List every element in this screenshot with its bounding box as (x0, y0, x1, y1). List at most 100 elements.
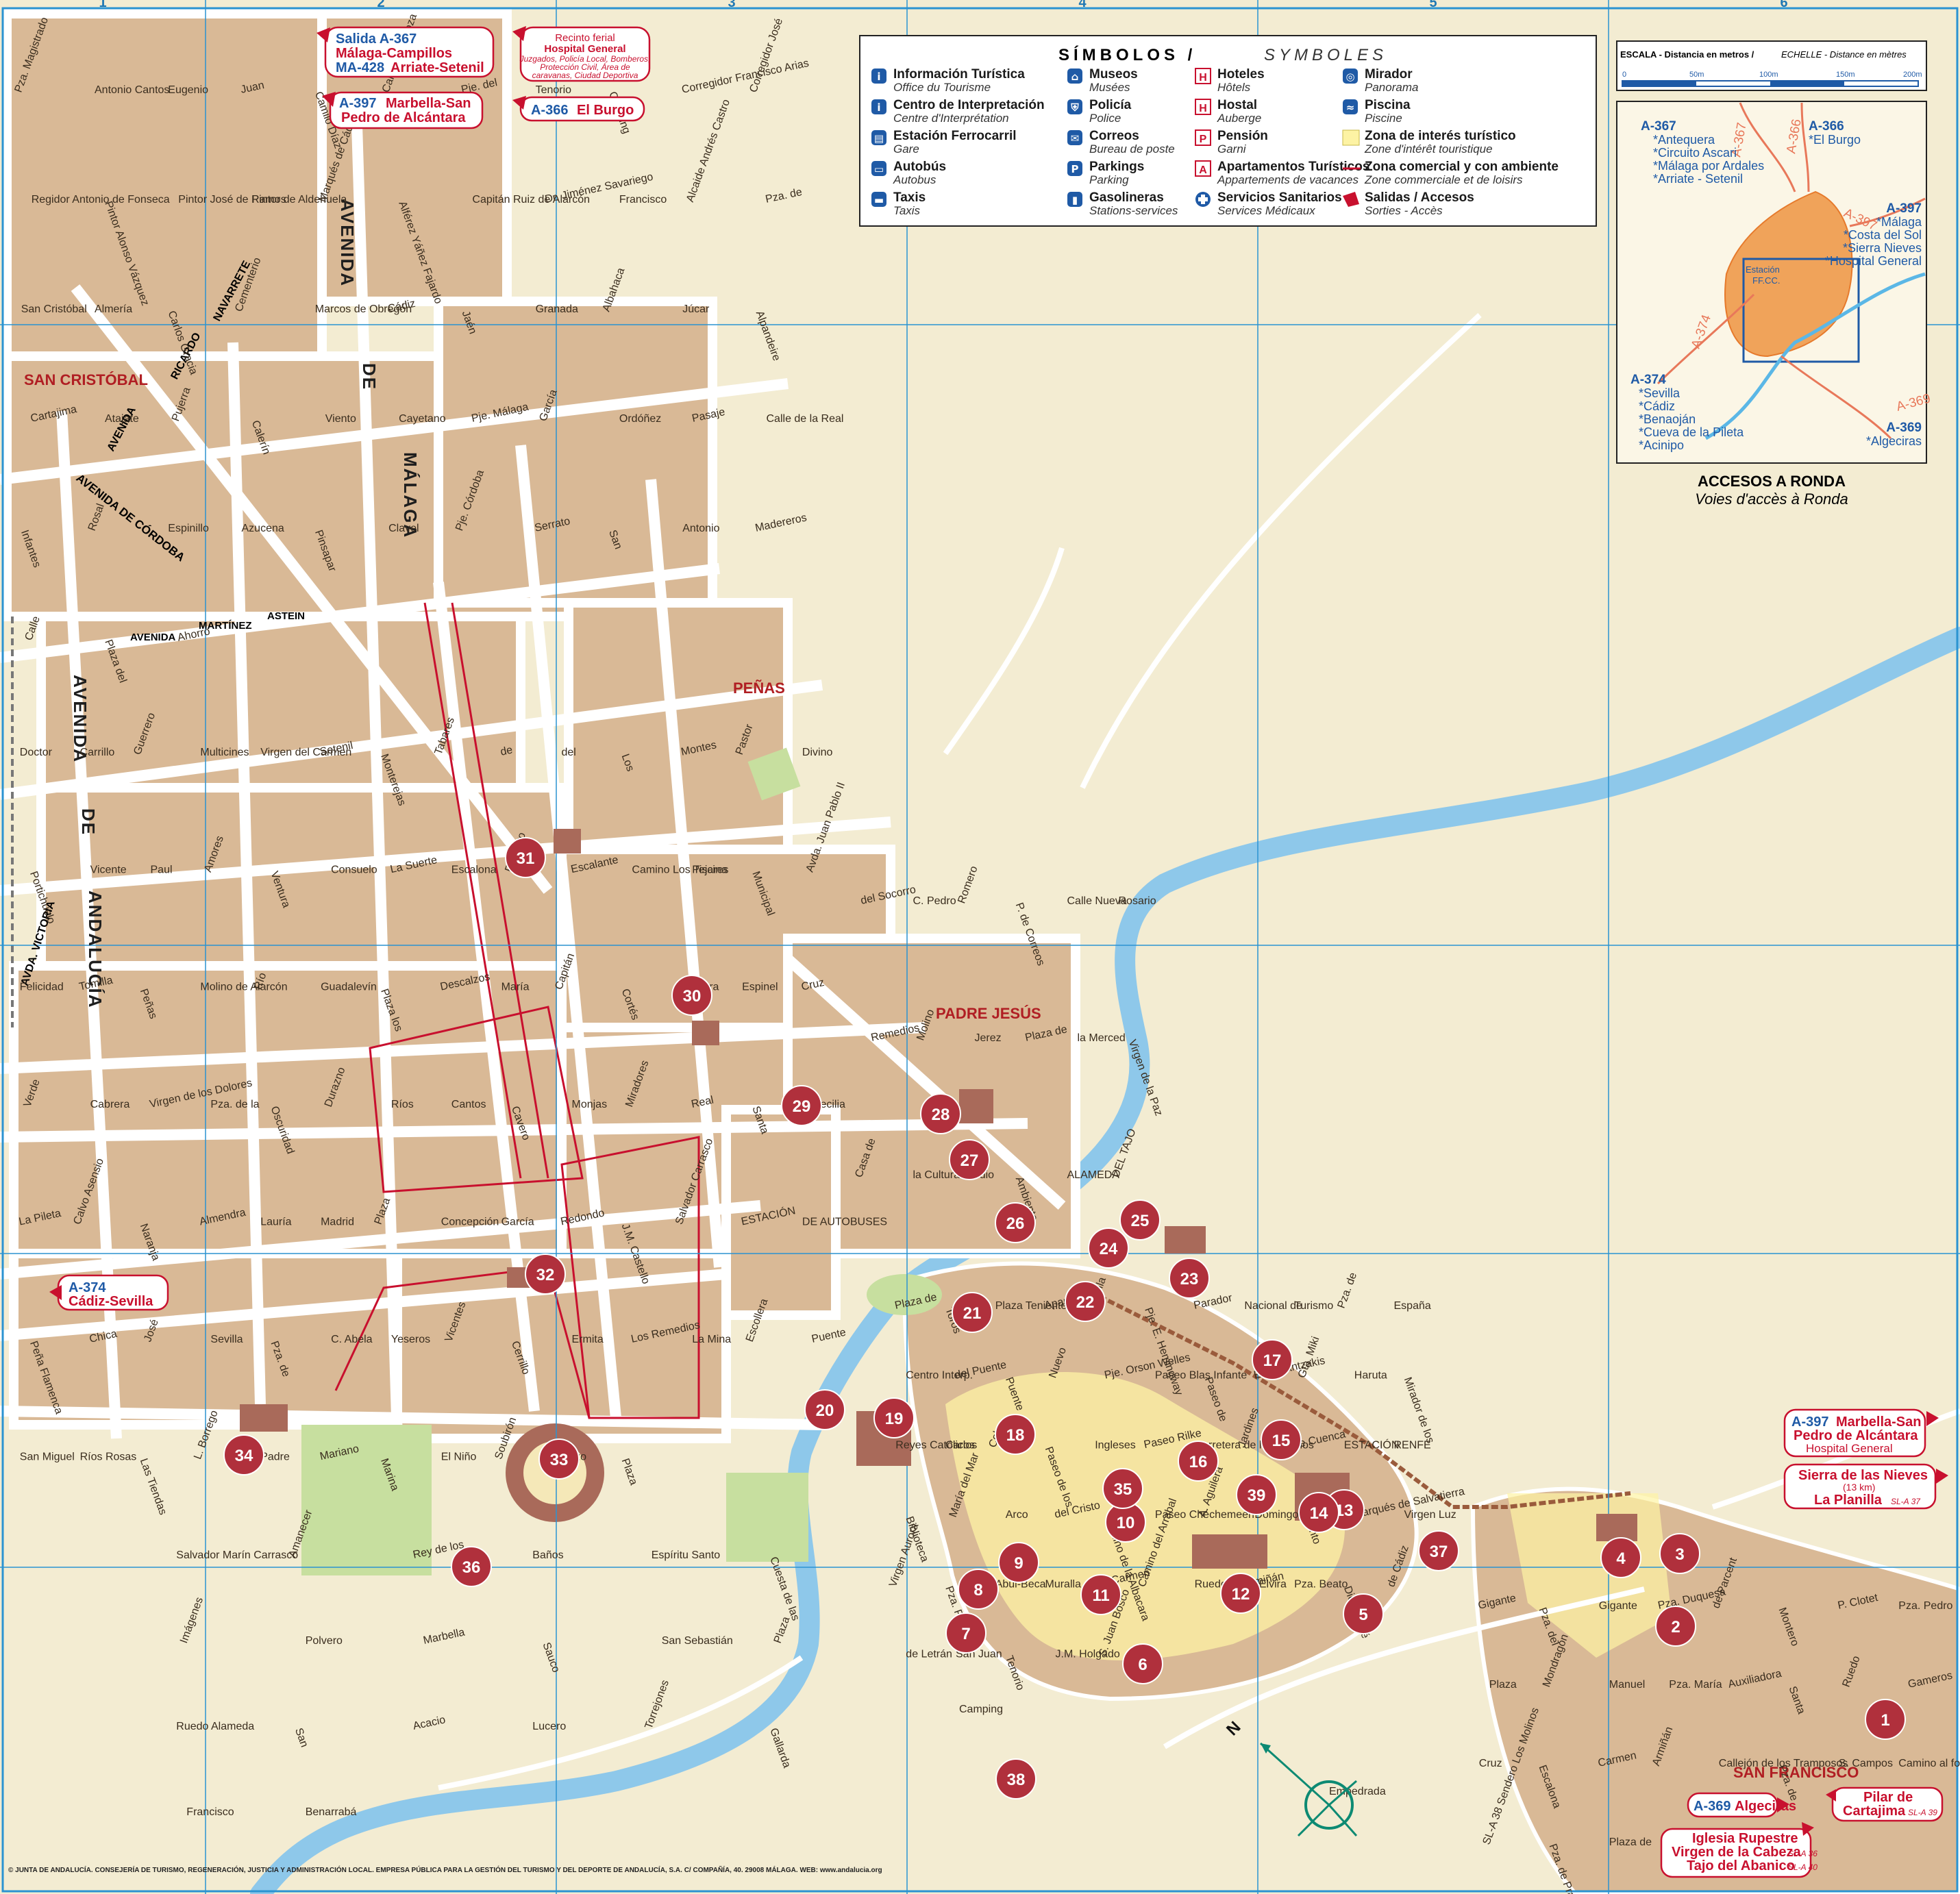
poi-marker-4[interactable]: 4 (1600, 1537, 1641, 1578)
exit-sign-a397-east[interactable]: A-397 Marbella-San Pedro de Alcántara Ho… (1783, 1408, 1939, 1458)
exit-sign-iglesia-rupestre[interactable]: Iglesia Rupestre Virgen de la Cabeza SL-… (1660, 1822, 1818, 1878)
poi-marker-27[interactable]: 27 (949, 1139, 990, 1180)
inset-route-destination: *El Burgo (1809, 133, 1861, 147)
poi-marker-23[interactable]: 23 (1169, 1258, 1210, 1299)
poi-marker-38[interactable]: 38 (995, 1758, 1037, 1799)
poi-marker-15[interactable]: 15 (1261, 1419, 1302, 1460)
poi-marker-11[interactable]: 11 (1080, 1574, 1121, 1615)
inset-route-destination: *Circuito Ascari (1653, 146, 1737, 160)
street-label: Piscina (692, 864, 728, 875)
poi-marker-17[interactable]: 17 (1252, 1339, 1293, 1380)
poi-marker-19[interactable]: 19 (873, 1397, 915, 1438)
legend-item-subtitle: Taxis (893, 204, 921, 217)
inset-station-2: FF.CC. (1752, 275, 1780, 286)
street-label: Pza. Pedro (1898, 1600, 1952, 1612)
poi-marker-26[interactable]: 26 (995, 1202, 1036, 1243)
sign-recinto-l5: caravanas, Ciudad Deportiva (532, 71, 638, 80)
poi-marker-3[interactable]: 3 (1659, 1533, 1700, 1574)
poi-marker-10[interactable]: 10 (1105, 1502, 1146, 1543)
poi-number: 33 (550, 1451, 569, 1469)
street-label: Centro Interp. (906, 1370, 973, 1382)
info-icon (871, 68, 886, 84)
poi-marker-2[interactable]: 2 (1655, 1606, 1696, 1647)
exit-sign-a366[interactable]: A-366 El Burgo (512, 96, 645, 122)
poi-marker-8[interactable]: 8 (958, 1569, 999, 1610)
inset-route-destination: *Acinipo (1639, 438, 1684, 452)
poi-marker-25[interactable]: 25 (1119, 1199, 1161, 1241)
outer-roads (438, 313, 1960, 1791)
poi-marker-31[interactable]: 31 (505, 837, 546, 878)
legend-title-alt: SYMBOLES (1264, 46, 1387, 64)
inset-route-destination: *Arriate - Setenil (1653, 172, 1743, 186)
poi-marker-24[interactable]: 24 (1088, 1228, 1129, 1269)
poi-marker-37[interactable]: 37 (1418, 1530, 1459, 1571)
sign-recinto-l2: Hospital General (544, 43, 625, 55)
exit-sign-a367[interactable]: Salida A-367 Málaga-Campillos MA-428 Arr… (317, 26, 495, 78)
inset-route-destination: *Málaga por Ardales (1653, 159, 1764, 173)
poi-marker-28[interactable]: 28 (920, 1093, 961, 1134)
district-san-cristobal: SAN CRISTÓBAL (24, 371, 148, 388)
street-label: El Niño (441, 1451, 477, 1462)
legend-item-title: Servicios Sanitarios (1217, 190, 1342, 205)
legend-item-title: Taxis (893, 190, 926, 205)
scale-bar: ESCALA - Distancia en metros / ECHELLE -… (1616, 40, 1927, 91)
poi-number: 12 (1232, 1585, 1250, 1604)
poi-marker-39[interactable]: 39 (1236, 1474, 1277, 1515)
street-label: Ermita (572, 1334, 604, 1345)
street-label: Real (690, 1095, 715, 1110)
exit-sign-a374[interactable]: A-374 Cádiz-Sevilla (49, 1274, 169, 1311)
poi-marker-1[interactable]: 1 (1865, 1699, 1906, 1740)
interpretation-icon (871, 99, 886, 114)
street-label: Francisco (619, 194, 667, 205)
streets (0, 102, 1066, 1439)
exit-sign-pilar-cartajima[interactable]: Pilar de Cartajima SL-A 39 (1826, 1786, 1944, 1822)
street-label: Monjas (572, 1099, 608, 1110)
poi-marker-36[interactable]: 36 (451, 1546, 492, 1587)
exit-sign-a397-north[interactable]: A-397 Marbella-San Pedro de Alcántara (322, 91, 484, 129)
street-label: Regidor Antonio de Fonseca (32, 194, 170, 205)
exit-sign-a369[interactable]: A-369 Algeciras (1687, 1792, 1796, 1818)
poi-marker-7[interactable]: 7 (945, 1612, 987, 1654)
poi-marker-9[interactable]: 9 (998, 1542, 1039, 1583)
street-label: Ruedo Alameda (176, 1721, 254, 1732)
poi-marker-29[interactable]: 29 (781, 1085, 822, 1126)
poi-marker-16[interactable]: 16 (1178, 1441, 1219, 1482)
legend-item-title: Pensión (1217, 129, 1268, 143)
street-label: Lauría (260, 1217, 291, 1228)
poi-marker-21[interactable]: 21 (952, 1292, 993, 1333)
poi-marker-22[interactable]: 22 (1065, 1281, 1106, 1322)
street-label: Ordóñez (619, 413, 661, 425)
exit-sign-sierra-nieves[interactable]: Sierra de las Nieves (13 km) La Planilla… (1783, 1463, 1948, 1510)
museum-icon-glyph: ⌂ (1071, 71, 1079, 83)
sign-sierra-l3: La Planilla (1814, 1493, 1883, 1508)
street-label: Molino de Alarcón (200, 982, 287, 993)
poi-marker-6[interactable]: 6 (1122, 1643, 1163, 1684)
legend-item-title: Hostal (1217, 98, 1257, 112)
poi-marker-30[interactable]: 30 (671, 975, 712, 1016)
poi-circle (958, 1569, 999, 1610)
poi-number: 31 (517, 849, 535, 868)
poi-marker-12[interactable]: 12 (1220, 1573, 1261, 1614)
poi-marker-35[interactable]: 35 (1102, 1468, 1143, 1509)
poi-circle (671, 975, 712, 1016)
copyright-footer: © JUNTA DE ANDALUCÍA. CONSEJERÍA DE TURI… (8, 1865, 882, 1874)
poi-marker-20[interactable]: 20 (804, 1389, 845, 1430)
poi-marker-32[interactable]: 32 (525, 1254, 566, 1295)
poi-marker-18[interactable]: 18 (995, 1414, 1036, 1455)
pool-icon-glyph: ≈ (1346, 101, 1355, 114)
poi-circle (995, 1414, 1036, 1455)
street-label: Tenorio (536, 84, 572, 96)
exit-sign-recinto-ferial[interactable]: Recinto ferial Hospital General Juzgados… (512, 26, 650, 82)
poi-marker-5[interactable]: 5 (1343, 1593, 1384, 1634)
poi-marker-33[interactable]: 33 (538, 1438, 580, 1480)
street-label: Manuel (1609, 1679, 1645, 1691)
poi-marker-34[interactable]: 34 (223, 1434, 264, 1475)
poi-marker-14[interactable]: 14 (1298, 1492, 1339, 1533)
street-label: Carlos (945, 1439, 977, 1451)
street-label: Salvador Marín Carrasco (176, 1549, 298, 1561)
